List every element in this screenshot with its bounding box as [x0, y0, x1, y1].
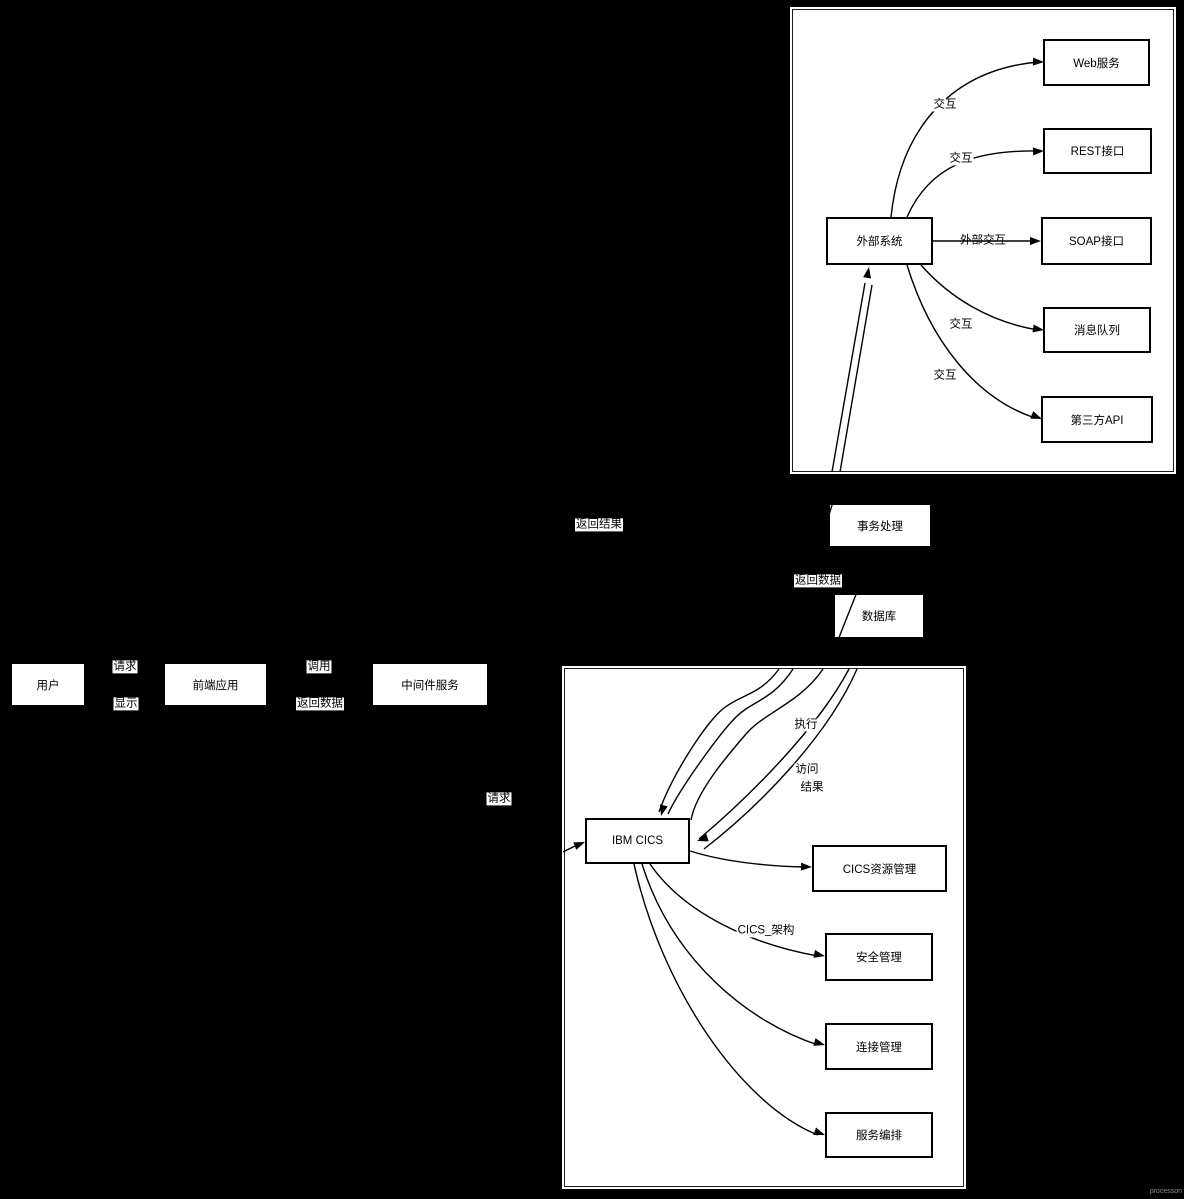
- edge-label-request-user: 请求: [112, 660, 138, 674]
- node-user: 用户: [10, 662, 86, 707]
- edge-label-cics-arch: CICS_架构: [736, 924, 796, 938]
- edge-label-interact-rest: 交互: [948, 152, 974, 166]
- node-database: 数据库: [833, 593, 925, 639]
- edge-label-return-data-db: 返回数据: [794, 574, 842, 588]
- node-cics-resource: CICS资源管理: [812, 845, 947, 892]
- cluster-cics-border: [564, 668, 964, 1187]
- edge-label-result: 结果: [799, 781, 825, 795]
- edge-label-access: 访问: [794, 763, 820, 777]
- node-rest-api: REST接口: [1043, 128, 1152, 174]
- edge-label-interact-3rd: 交互: [932, 369, 958, 383]
- edge-label-execute: 执行: [793, 718, 819, 732]
- node-soap-api: SOAP接口: [1041, 217, 1152, 265]
- edge-tick-below-return-data: [801, 588, 807, 598]
- edge-label-request-cics: 请求: [486, 792, 512, 806]
- node-third-party-api: 第三方API: [1041, 396, 1153, 443]
- edge-tick-above-return-data: [807, 563, 813, 574]
- node-frontend: 前端应用: [163, 662, 268, 707]
- edge-label-interact-mq: 交互: [948, 318, 974, 332]
- node-ibm-cics: IBM CICS: [585, 818, 690, 864]
- node-connection: 连接管理: [825, 1023, 933, 1070]
- edge-label-external-interact: 外部交互: [959, 234, 1007, 248]
- node-security: 安全管理: [825, 933, 933, 981]
- node-orchestration: 服务编排: [825, 1112, 933, 1158]
- node-transaction: 事务处理: [828, 503, 932, 548]
- node-message-queue: 消息队列: [1043, 307, 1151, 353]
- node-external-system: 外部系统: [826, 217, 933, 265]
- node-middleware: 中间件服务: [371, 662, 489, 707]
- edge-label-return-data-frontend: 返回数据: [296, 697, 344, 711]
- cluster-external-border: [792, 9, 1174, 472]
- edge-label-display: 显示: [113, 697, 139, 711]
- edge-label-call: 调用: [306, 660, 332, 674]
- edge-label-return-result: 返回结果: [575, 518, 623, 532]
- watermark-text: processon: [1149, 1188, 1182, 1195]
- edge-label-interact-web: 交互: [932, 98, 958, 112]
- node-web-service: Web服务: [1043, 39, 1150, 86]
